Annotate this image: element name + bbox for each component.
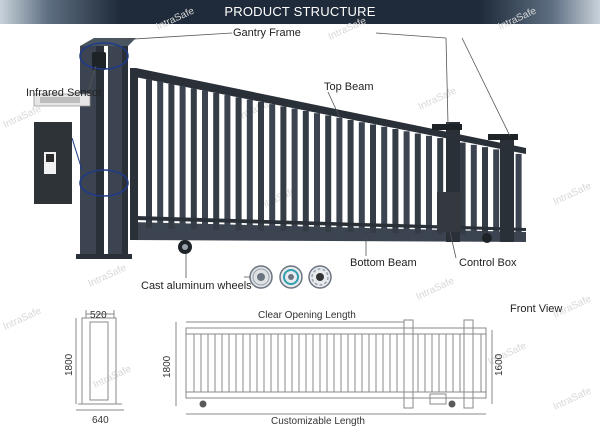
gate-picket — [470, 144, 477, 235]
leader-lines — [87, 32, 511, 278]
bottom-beam-label: Bottom Beam — [350, 257, 417, 269]
page-title: PRODUCT STRUCTURE — [224, 4, 376, 19]
gate-picket — [358, 122, 365, 233]
top-beam-label: Top Beam — [324, 81, 374, 93]
side-top-width: 520 — [90, 310, 107, 321]
gate-picket — [269, 104, 276, 231]
control-box-label: Control Box — [459, 257, 517, 269]
gate-picket — [146, 79, 152, 229]
gate-picket — [493, 149, 500, 236]
gate-illustration — [76, 38, 526, 259]
gate-picket — [392, 129, 399, 234]
wheel-icon — [308, 265, 332, 289]
gate-picket — [381, 126, 388, 234]
watermark: IntraSafe — [2, 305, 44, 332]
gate-picket — [224, 95, 231, 230]
watermark: IntraSafe — [417, 85, 459, 112]
wheel-icon — [249, 265, 273, 289]
gate-picket — [482, 147, 488, 236]
gate-picket — [302, 110, 309, 232]
control-box — [437, 192, 461, 232]
side-elevation-drawing — [75, 310, 124, 411]
gate-picket — [336, 117, 343, 233]
front-height-right: 1600 — [494, 353, 505, 376]
front-height-left: 1800 — [162, 355, 173, 378]
sensor-detail-photo — [34, 122, 83, 204]
infrared-sensor-unit — [92, 52, 106, 70]
gate-picket — [213, 92, 220, 230]
gate-wheels — [178, 233, 492, 254]
gate-picket — [179, 86, 186, 229]
watermark: IntraSafe — [87, 262, 129, 289]
gate-picket — [258, 101, 264, 231]
gate-picket — [515, 153, 522, 236]
gate-picket — [246, 99, 253, 231]
watermark: IntraSafe — [487, 340, 529, 367]
front-view-label: Front View — [510, 303, 562, 315]
customizable-length-label: Customizable Length — [271, 416, 365, 427]
gate-picket — [291, 108, 298, 232]
front-elevation-drawing — [175, 319, 493, 415]
wheel-samples — [249, 265, 332, 289]
watermark: IntraSafe — [415, 275, 457, 302]
gate-picket — [190, 88, 197, 230]
gate-picket — [280, 106, 287, 232]
infrared-sensor-label: Infrared Sensor — [26, 87, 102, 99]
wheels-label: Cast aluminum wheels — [141, 280, 252, 292]
sensor-callout-circle — [79, 169, 129, 197]
front-wheels — [199, 400, 456, 408]
gate-picket — [414, 133, 421, 234]
top-beam — [130, 68, 526, 154]
watermark: IntraSafe — [552, 385, 594, 412]
gate-picket — [437, 138, 444, 235]
sensor-detail-top — [33, 93, 91, 107]
gate-picket — [347, 119, 354, 233]
gantry-frame-label: Gantry Frame — [233, 27, 301, 39]
gate-picket — [168, 83, 175, 229]
header-bar: PRODUCT STRUCTURE — [0, 0, 600, 24]
gate-picket — [157, 81, 164, 229]
gate-picket — [202, 90, 208, 230]
watermark: IntraSafe — [92, 363, 134, 390]
gate-picket — [370, 124, 376, 233]
sensor-callout-circle — [79, 42, 129, 70]
watermark: IntraSafe — [327, 15, 369, 42]
gate-picket — [235, 97, 242, 231]
wheel-icon — [279, 265, 303, 289]
clear-opening-label: Clear Opening Length — [258, 310, 356, 321]
watermark: IntraSafe — [552, 180, 594, 207]
gate-picket — [403, 131, 410, 234]
gate-panel — [130, 68, 526, 242]
side-bottom-width: 640 — [92, 415, 109, 426]
gate-picket — [426, 135, 432, 234]
gantry-post — [76, 38, 136, 259]
watermark: IntraSafe — [155, 5, 197, 32]
side-height: 1800 — [64, 353, 75, 376]
gate-picket — [325, 115, 332, 232]
gate-picket — [459, 142, 466, 235]
gate-pickets — [146, 79, 522, 236]
front-pickets — [193, 334, 482, 392]
gate-picket — [314, 113, 320, 232]
watermark: IntraSafe — [497, 5, 539, 32]
